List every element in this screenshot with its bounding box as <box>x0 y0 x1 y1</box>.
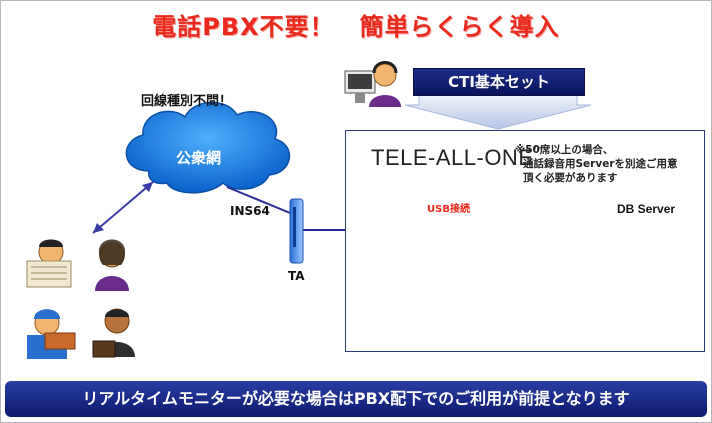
public-network-cloud <box>125 101 291 194</box>
note-line: 頂く必要があります <box>523 172 618 184</box>
usb-label: USB接続 <box>427 204 470 215</box>
capacity-note: ※50席以上の場合、 通話録音用Serverを別途ご用意 頂く必要があります <box>515 143 705 185</box>
cti-arrow <box>404 94 592 130</box>
cti-panel <box>345 130 705 352</box>
note-line: 通話録音用Serverを別途ご用意 <box>523 158 678 170</box>
trademark-mark: ™ <box>533 145 542 154</box>
cti-badge: CTI基本セット <box>413 68 585 96</box>
ta-device-icon <box>289 198 304 264</box>
footer-banner: リアルタイムモニターが必要な場合はPBX配下でのご利用が前提となります <box>5 381 707 417</box>
cloud-customer-arrow <box>92 181 154 234</box>
cloud-caption: 回線種別不問！ <box>141 94 233 109</box>
customer-newspaper-icon <box>26 239 72 288</box>
brand-name: TELE-ALL-ONE <box>371 145 534 170</box>
headline: 電話PBX不要！ 簡単らくらく導入 <box>152 13 560 41</box>
ta-label: TA <box>288 269 305 283</box>
ins64-line <box>226 186 296 216</box>
customer-woman-icon <box>95 239 129 291</box>
customer-worker-icon <box>27 309 76 359</box>
ins64-label: INS64 <box>230 204 270 218</box>
product-brand: TELE-ALL-ONE™ <box>371 145 542 171</box>
db-server-label: DB Server <box>617 202 676 216</box>
operator-headset-icon <box>344 61 401 107</box>
note-line: ※50席以上の場合、 <box>515 144 614 156</box>
cloud-label: 公衆網 <box>176 149 222 167</box>
customer-businessman-icon <box>92 308 135 358</box>
